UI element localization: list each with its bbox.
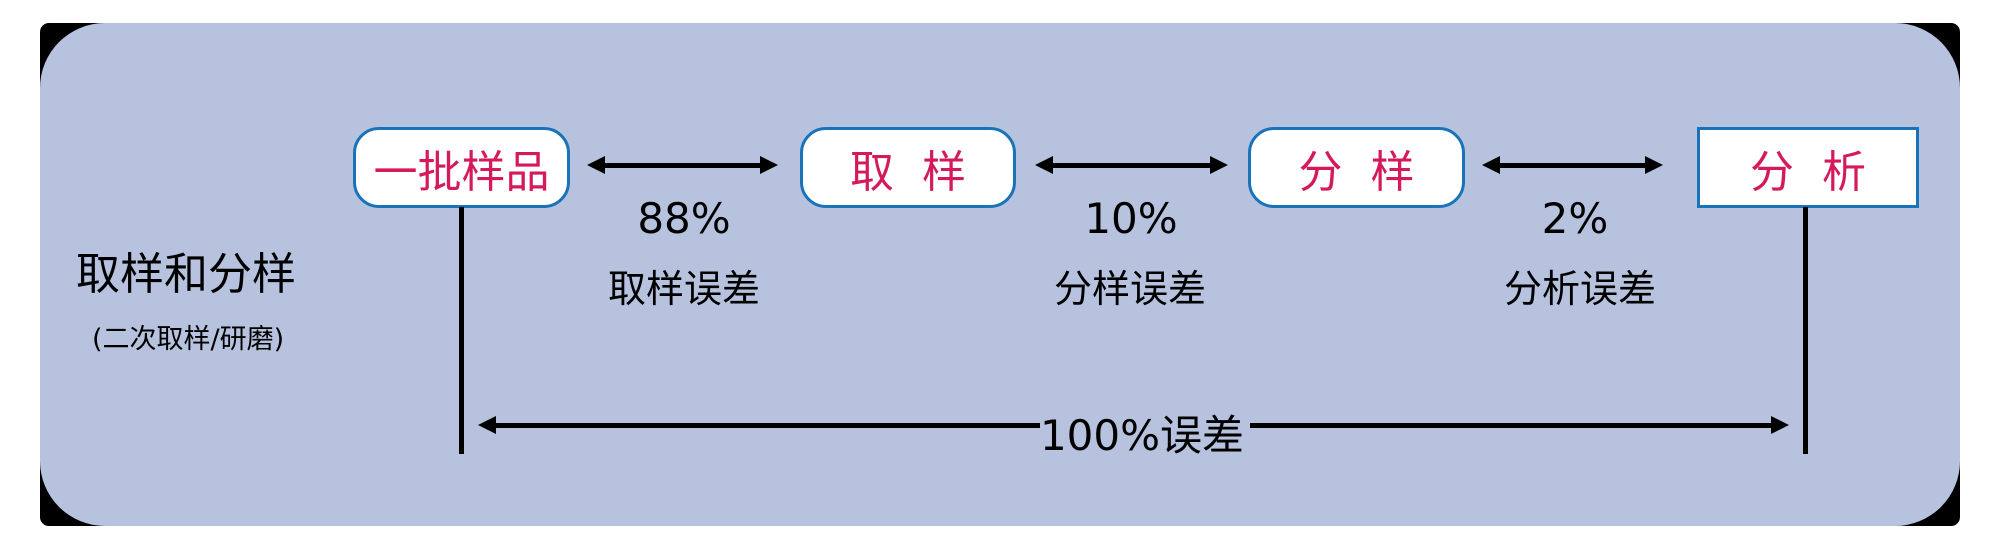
diagram-frame bbox=[40, 23, 1960, 526]
arrow-sampling-to-splitting bbox=[1035, 156, 1228, 174]
node-sample-batch: 一批样品 bbox=[353, 127, 570, 208]
diagram-subtitle: (二次取样/研磨) bbox=[92, 324, 285, 355]
node-analysis: 分 析 bbox=[1697, 127, 1919, 208]
splitting-error-label: 分样误差 bbox=[1053, 267, 1206, 311]
splitting-error-percent: 10% bbox=[1084, 194, 1178, 243]
total-error-label: 100%误差 bbox=[1039, 411, 1245, 460]
arrow-splitting-to-analysis bbox=[1482, 156, 1663, 174]
node-sample-splitting: 分 样 bbox=[1248, 127, 1465, 208]
dropline-sample-batch bbox=[459, 207, 464, 454]
total-error-arrow-right-segment bbox=[1250, 416, 1789, 434]
sampling-error-percent: 88% bbox=[637, 194, 731, 243]
sampling-error-label: 取样误差 bbox=[607, 267, 760, 311]
analysis-error-label: 分析误差 bbox=[1503, 267, 1656, 311]
total-error-arrow-left-segment bbox=[478, 416, 1040, 434]
arrow-batch-to-sampling bbox=[587, 156, 778, 174]
dropline-analysis bbox=[1803, 207, 1808, 454]
node-sampling: 取 样 bbox=[800, 127, 1016, 208]
diagram-panel-background bbox=[40, 23, 1960, 526]
analysis-error-percent: 2% bbox=[1541, 194, 1609, 243]
diagram-title: 取样和分样 bbox=[76, 249, 296, 300]
